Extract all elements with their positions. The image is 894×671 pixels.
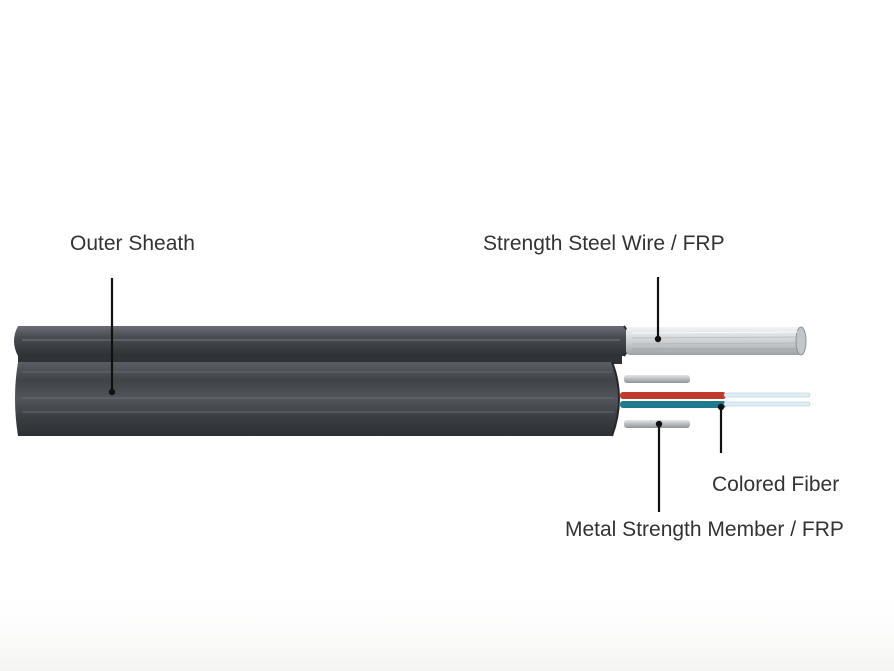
- label-metal-strength-member: Metal Strength Member / FRP: [565, 518, 844, 541]
- leader-metal-member: [655, 420, 663, 512]
- strength-steel-wire: [626, 326, 807, 356]
- outer-sheath: [14, 325, 631, 437]
- leader-outer-sheath: [108, 278, 116, 396]
- leader-colored-fiber: [717, 403, 725, 453]
- leader-steel-wire: [654, 277, 662, 343]
- label-outer-sheath: Outer Sheath: [70, 232, 195, 255]
- label-strength-steel-wire: Strength Steel Wire / FRP: [483, 232, 725, 255]
- label-colored-fiber: Colored Fiber: [712, 473, 840, 496]
- floor-shading: [0, 585, 894, 671]
- colored-fiber: [620, 392, 811, 408]
